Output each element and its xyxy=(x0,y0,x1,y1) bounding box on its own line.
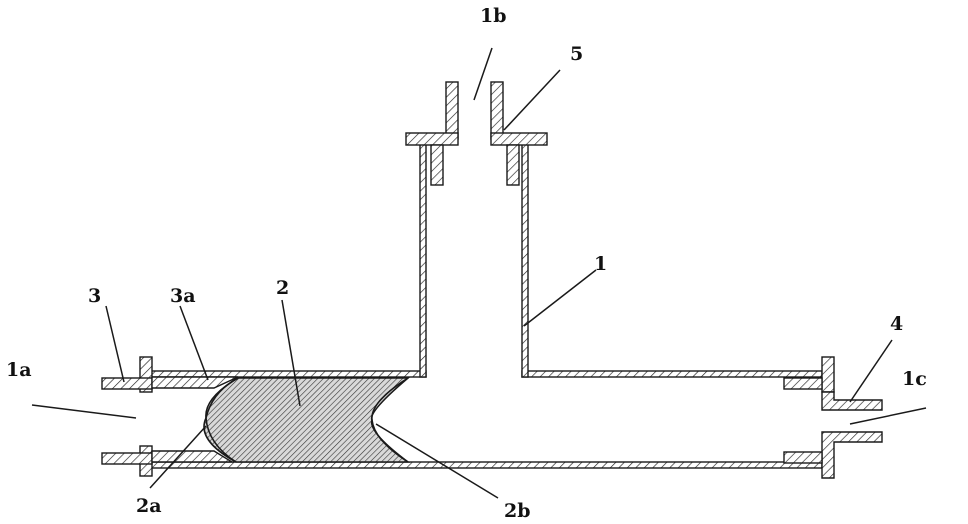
label-1a: 1a xyxy=(6,359,32,381)
top-flange-left-post xyxy=(446,82,458,139)
leader-1 xyxy=(524,270,596,326)
top-flange-right-post xyxy=(491,82,503,139)
top-flange-right-arm xyxy=(491,133,547,145)
label-4: 4 xyxy=(890,313,903,335)
label-2a: 2a xyxy=(136,495,162,517)
label-1b: 1b xyxy=(480,5,507,27)
branch-wall-right xyxy=(522,143,528,377)
leader-3 xyxy=(106,306,124,382)
leader-5 xyxy=(504,70,560,130)
right-flange-upper-post xyxy=(822,357,834,392)
label-3a: 3a xyxy=(170,285,196,307)
label-1c: 1c xyxy=(902,368,927,390)
left-flange-lower-arm xyxy=(102,453,152,464)
outlet-1b-leader xyxy=(474,48,492,100)
label-3: 3 xyxy=(88,285,101,307)
pipe-wall-top-right xyxy=(522,371,822,377)
branch-wall-left xyxy=(420,143,426,377)
leader-3a xyxy=(180,306,208,380)
right-flange-lower-inner xyxy=(784,452,822,463)
left-flange-upper-arm xyxy=(102,378,152,389)
top-flange-left-arm xyxy=(406,133,458,145)
right-flange-upper-lip xyxy=(822,392,882,410)
leader-4 xyxy=(850,340,892,402)
label-2: 2 xyxy=(276,277,289,299)
label-2b: 2b xyxy=(504,500,531,522)
pipe-wall-bottom xyxy=(150,462,822,468)
plug-body xyxy=(204,378,408,462)
pipe-wall-top-left xyxy=(150,371,426,377)
top-flange-left-collar xyxy=(431,145,443,185)
top-flange-right-collar xyxy=(507,145,519,185)
inlet-1a-leader xyxy=(32,405,136,418)
right-flange-lower-lip xyxy=(822,432,882,478)
label-5: 5 xyxy=(570,43,583,65)
right-flange-upper-inner xyxy=(784,378,822,389)
label-1: 1 xyxy=(594,253,607,275)
